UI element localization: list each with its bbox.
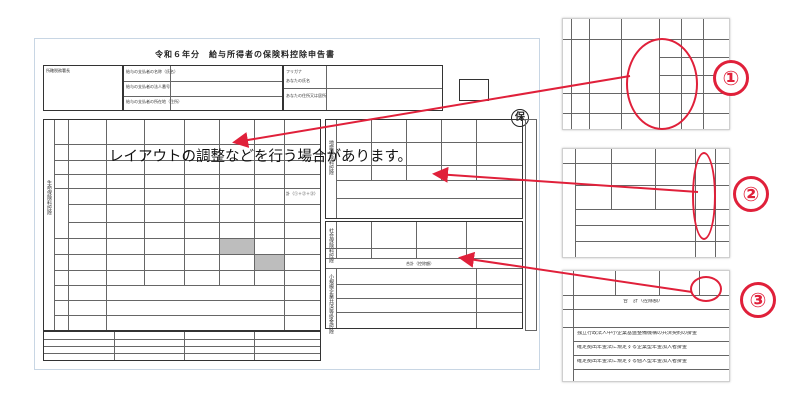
seal-mark: 保 bbox=[511, 109, 529, 127]
calculation-table bbox=[43, 331, 321, 361]
stamp-box bbox=[459, 79, 489, 101]
panel3-row: 独立行政法人中小企業基盤整備機構の共済契約の掛金 bbox=[577, 331, 698, 336]
furigana-label: フリガナ bbox=[286, 69, 302, 74]
callout-number-2: ② bbox=[733, 176, 769, 212]
shaded-cell bbox=[220, 239, 254, 254]
life-insurance-section: 生命保険料控除 計（①＋②＋③） bbox=[43, 119, 321, 331]
social-section-title: 社会保険料控除 bbox=[328, 228, 334, 263]
callout-number-3: ③ bbox=[740, 282, 776, 318]
arrow-2 bbox=[432, 166, 699, 193]
quake-section-title: 地震保険料控除 bbox=[328, 140, 334, 175]
payer-corp-number-label: 給与の支払者の法人番号 bbox=[126, 84, 170, 89]
payer-info-cell: 給与の支払者の名称（氏名） 給与の支払者の法人番号 給与の支払者の所在地（住所） bbox=[123, 65, 283, 111]
applicant-address-label: あなたの住所又は居所 bbox=[286, 93, 326, 98]
tax-office-label: 所轄税務署長 bbox=[46, 68, 70, 73]
callout-number-1: ① bbox=[713, 60, 749, 96]
layout-adjustment-notice: レイアウトの調整などを行う場合があります。 bbox=[109, 149, 413, 165]
payer-name-label: 給与の支払者の名称（氏名） bbox=[126, 69, 178, 74]
tax-form-sheet: 令和６年分 給与所得者の保険料控除申告書 所轄税務署長 給与の支払者の名称（氏名… bbox=[34, 38, 540, 370]
form-title: 令和６年分 給与所得者の保険料控除申告書 bbox=[155, 49, 335, 59]
social-total-label: 合計（控除額） bbox=[406, 261, 434, 266]
panel3-row: 確定拠出年金法に規定する企業型年金加入者掛金 bbox=[577, 345, 688, 350]
panel3-total-label: 合 計（控除額） bbox=[623, 299, 664, 304]
arrow-3 bbox=[458, 251, 693, 293]
panel3-row: 確定拠出年金法に規定する個人型年金加入者掛金 bbox=[577, 359, 688, 364]
side-notes-column bbox=[525, 119, 537, 331]
highlight-ellipse-3 bbox=[690, 276, 722, 302]
small-enterprise-title: 小規模企業共済等掛金控除 bbox=[328, 274, 334, 334]
social-insurance-section: 社会保険料控除 合計（控除額） 小規模企業共済等掛金控除 bbox=[325, 221, 523, 334]
highlight-ellipse-1 bbox=[626, 38, 698, 130]
tax-office-cell: 所轄税務署長 bbox=[43, 65, 123, 111]
earthquake-insurance-section: 地震保険料控除 bbox=[325, 119, 523, 219]
applicant-info-cell: フリガナ あなたの氏名 あなたの住所又は居所 bbox=[283, 65, 443, 111]
payer-address-label: 給与の支払者の所在地（住所） bbox=[126, 99, 182, 104]
shaded-cell bbox=[255, 255, 284, 270]
arrow-1 bbox=[232, 75, 631, 148]
applicant-name-label: あなたの氏名 bbox=[286, 78, 310, 83]
life-section-title: 生命保険料控除 bbox=[46, 180, 52, 215]
subtotal-label: 計（①＋②＋③） bbox=[286, 191, 318, 196]
highlight-ellipse-2 bbox=[692, 152, 716, 240]
